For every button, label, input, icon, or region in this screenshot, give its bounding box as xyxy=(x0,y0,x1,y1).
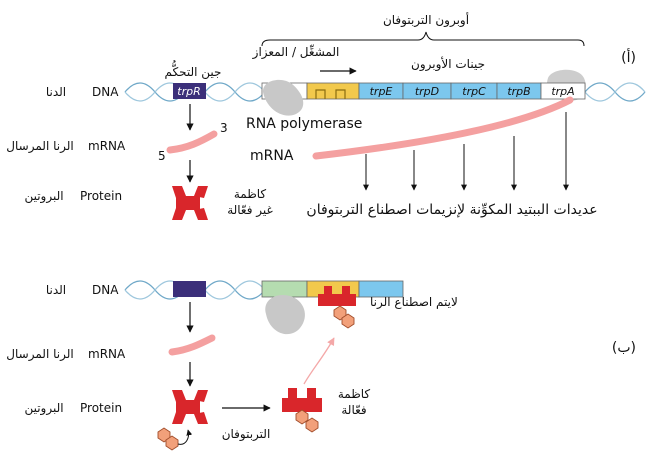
tryptophan-label: التربتوفان xyxy=(222,427,271,442)
active-repressor-bound xyxy=(318,286,356,306)
mrna-label-en-a: mRNA xyxy=(88,139,126,153)
mrna-label-ar-b: الرنا المرسال xyxy=(6,347,73,362)
trpR-mrna-a xyxy=(166,130,218,154)
rna-polymerase-label: RNA polymerase xyxy=(246,116,362,132)
operator-box xyxy=(306,82,360,100)
gene-box-trpC: trpC xyxy=(450,82,498,100)
operon-mrna xyxy=(312,96,574,160)
dna-label-ar-a: الدنا xyxy=(46,85,66,99)
rna-polymerase-shape-a xyxy=(262,79,304,116)
panel-b-label: (ب) xyxy=(612,340,636,356)
repressor-binding-arrow xyxy=(303,337,335,385)
dna-label-en-a: DNA xyxy=(92,85,119,99)
trpR-label: trpR xyxy=(177,85,200,98)
dna-label-ar-b: الدنا xyxy=(46,283,66,297)
operon-title: أوبرون التربتوفان xyxy=(383,12,469,28)
dna-helix-right-a xyxy=(584,82,646,102)
mrna-label-ar-a: الرنا المرسال xyxy=(6,139,73,154)
panel-a-label: (أ) xyxy=(621,48,636,66)
mrna-label-operon: mRNA xyxy=(250,148,294,164)
rna-polymerase-shape-b xyxy=(265,294,305,335)
mrna-label-en-b: mRNA xyxy=(88,347,126,361)
bound-tryptophan xyxy=(333,305,355,329)
promoter-operator-label: المشغِّل / المعزاز xyxy=(252,44,340,60)
inactive-label-2: غير فعّالة xyxy=(227,203,273,218)
inactive-label-1: كاظمة xyxy=(234,187,267,201)
gene-label-trpE: trpE xyxy=(370,85,393,98)
repressor-b xyxy=(172,390,208,424)
operon-genes-label: جينات الأوبرون xyxy=(411,56,485,72)
gene-label-trpB: trpB xyxy=(507,85,530,98)
dna-label-en-b: DNA xyxy=(92,283,119,297)
gene-box-trpD: trpD xyxy=(402,82,452,100)
active-label-2: فعّالة xyxy=(341,403,366,417)
polypeptides-label: عديدات الببتيد المكوِّنة لإنزيمات اصطناع… xyxy=(306,202,597,218)
regulatory-gene-label: جين التحكُّم xyxy=(165,60,222,80)
trpR-gene-box-b xyxy=(173,281,206,297)
trpR-mrna-b xyxy=(168,334,216,356)
protein-label-ar-a: البروتين xyxy=(24,189,63,204)
trpR-gene-box xyxy=(173,83,206,99)
gene-box-trpA: trpA xyxy=(540,82,586,100)
gene-box-trpE: trpE xyxy=(358,82,404,100)
gene-region-b xyxy=(358,280,404,298)
protein-label-ar-b: البروتين xyxy=(24,401,63,416)
mrna-3-prime: 3 xyxy=(220,121,228,135)
protein-label-en-b: Protein xyxy=(80,401,122,415)
active-label-1: كاظمة xyxy=(338,387,371,401)
protein-label-en-a: Protein xyxy=(80,189,122,203)
promoter-box-b xyxy=(261,280,308,298)
gene-label-trpA: trpA xyxy=(551,85,574,98)
active-repressor xyxy=(282,388,322,412)
operon-brace xyxy=(261,31,585,47)
gene-label-trpD: trpD xyxy=(415,85,439,98)
tryptophan-molecule xyxy=(157,427,179,451)
gene-label-trpC: trpC xyxy=(462,85,486,98)
inactive-repressor xyxy=(172,186,208,220)
gene-box-trpB: trpB xyxy=(496,82,542,100)
no-rna-synthesis-label: لايتم اصطناع الرنا xyxy=(370,295,458,310)
tryptophan-binding-arrow xyxy=(177,429,193,445)
active-repressor-tryptophan xyxy=(295,409,319,433)
mrna-5-prime: 5 xyxy=(158,149,166,163)
